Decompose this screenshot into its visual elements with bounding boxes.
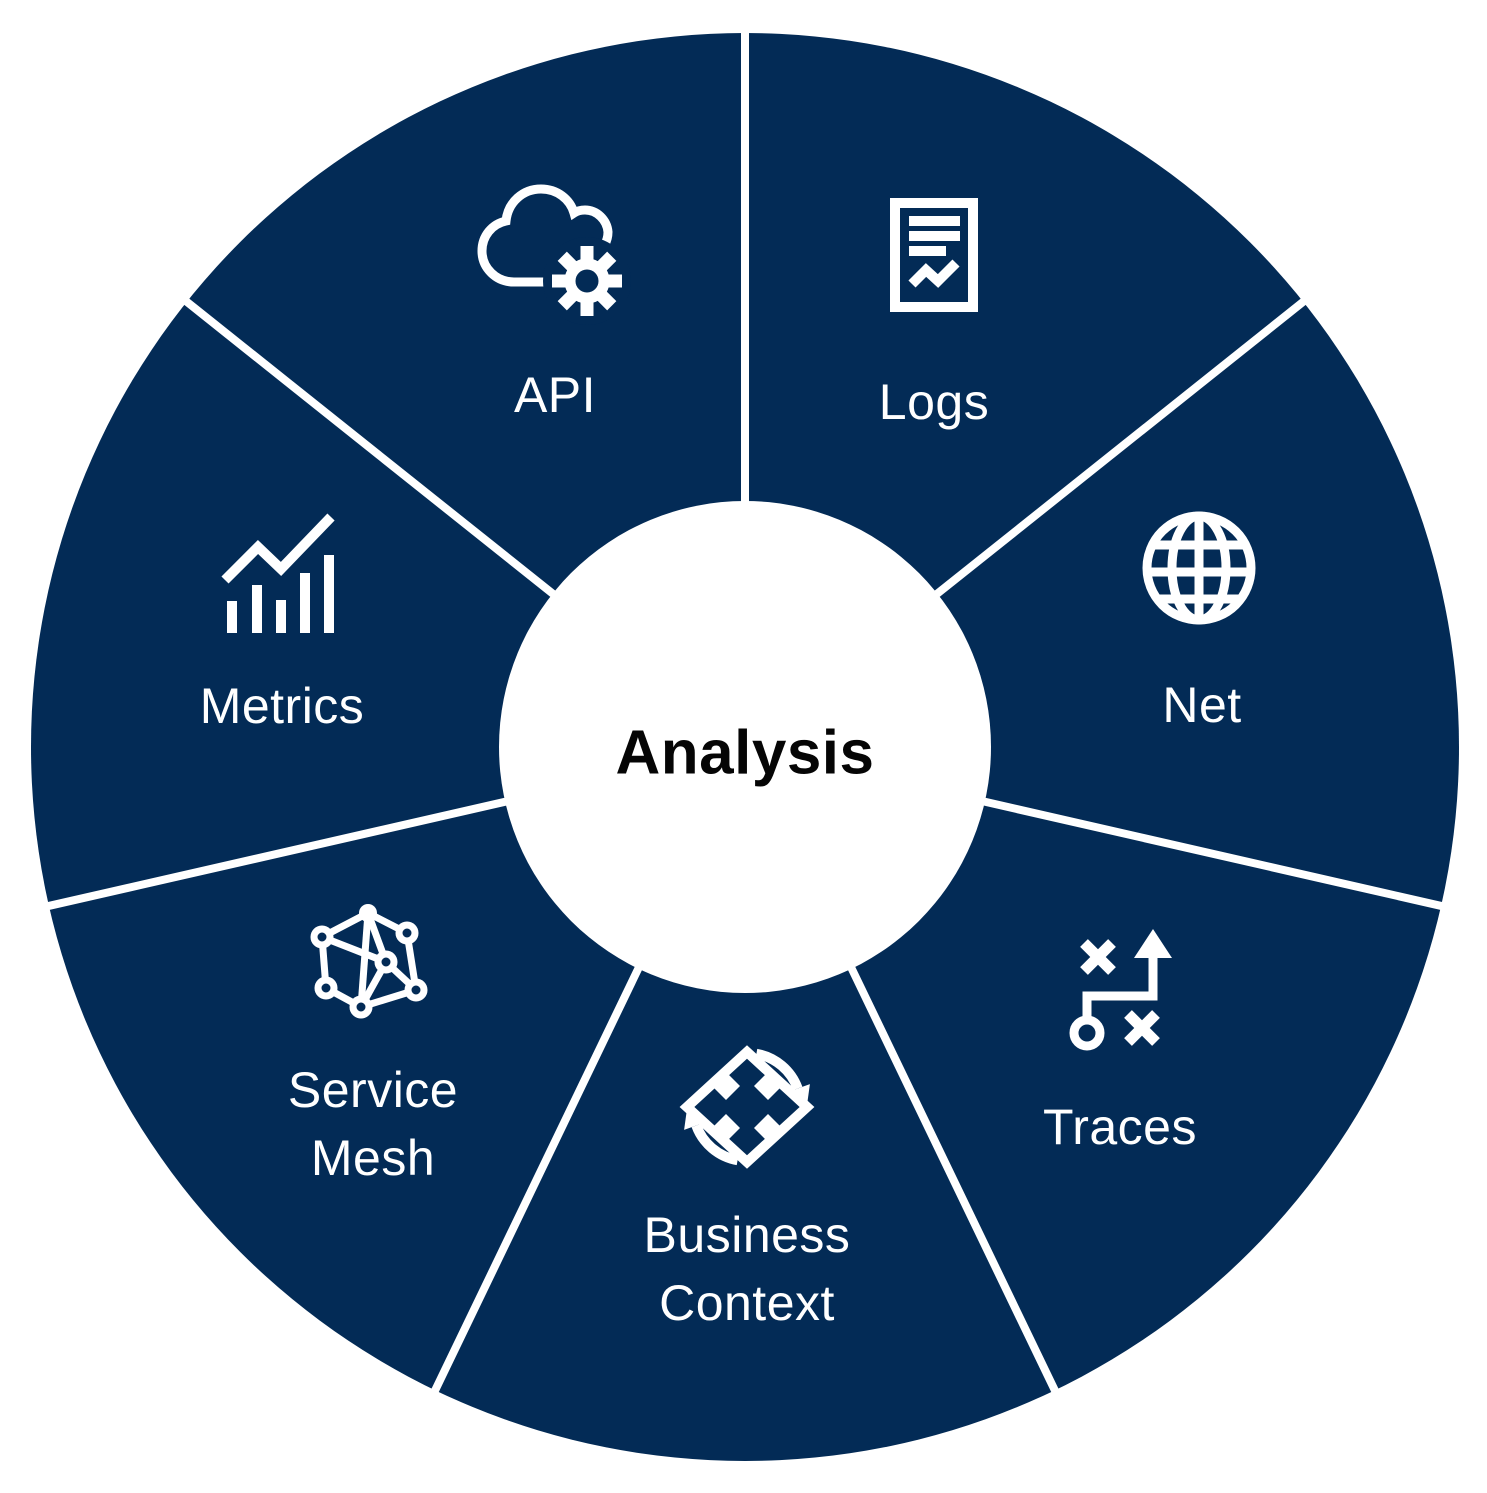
gear: [552, 246, 622, 316]
mesh-node: [404, 978, 428, 1002]
segment-label-service-mesh: Service Mesh: [287, 1062, 459, 1186]
cycle-arc: [755, 1048, 803, 1091]
x-stroke: [1080, 939, 1116, 975]
segment-divider: [930, 293, 1312, 601]
diamond-cell: [754, 1114, 782, 1142]
mesh-node: [314, 976, 338, 1000]
route-start-node: [1069, 1015, 1105, 1051]
globe-icon: [1142, 511, 1256, 625]
mesh-node: [349, 995, 373, 1019]
segment-label-logs: Logs: [878, 374, 990, 430]
diamond-cell: [712, 1072, 740, 1100]
bar: [276, 600, 286, 633]
bar: [324, 555, 334, 633]
bar: [300, 573, 310, 633]
x-stroke: [1124, 1010, 1160, 1046]
trend-line: [908, 259, 960, 288]
mesh-node: [395, 921, 419, 945]
segment-label-metrics: Metrics: [199, 678, 365, 734]
segment-dividers: [40, 25, 1450, 1400]
mesh-network-icon: [310, 904, 428, 1019]
x-mark: [1124, 1010, 1160, 1046]
gear-tooth: [606, 274, 622, 288]
diamond-cell: [712, 1114, 740, 1142]
segment-divider: [845, 961, 1062, 1400]
mesh-node: [359, 904, 377, 922]
gear-ring: [564, 258, 610, 304]
segment-divider: [178, 293, 560, 601]
segment-label-traces: Traces: [1043, 1099, 1197, 1155]
text-line: [909, 216, 960, 226]
bar-chart-icon: [221, 513, 335, 633]
segment-divider: [978, 796, 1450, 912]
sync-diamond-icon: [679, 1045, 815, 1169]
mesh-node: [374, 950, 398, 974]
route-arrowhead: [1134, 929, 1172, 958]
cycle-arc: [691, 1123, 739, 1166]
cloud-outline: [477, 184, 613, 287]
center-circle: [499, 501, 991, 993]
route-path: [1082, 957, 1158, 1017]
cycle-arrowhead: [785, 1084, 810, 1114]
center-title: Analysis: [615, 718, 875, 788]
segment-label-net: Net: [1162, 677, 1242, 733]
segment-label-api: API: [513, 367, 597, 423]
gear-tooth: [580, 300, 594, 316]
segment-label-business-context: Business Context: [643, 1207, 851, 1331]
text-line: [909, 231, 960, 241]
segment-divider: [428, 961, 645, 1400]
gear-tooth: [552, 274, 568, 288]
document-outline: [890, 198, 978, 312]
diamond-outline: [679, 1045, 815, 1169]
text-line: [909, 246, 946, 256]
route-strategy-icon: [1069, 929, 1172, 1051]
bar: [227, 601, 237, 633]
cycle-arrowhead: [684, 1100, 709, 1130]
segment-divider: [40, 796, 512, 912]
bar: [252, 585, 262, 633]
document-report-icon: [890, 198, 978, 312]
mesh-node: [310, 925, 334, 949]
x-mark: [1080, 939, 1116, 975]
mesh-edge: [357, 912, 372, 1008]
gear-tooth: [580, 246, 594, 262]
cloud-gear-icon: [477, 184, 631, 325]
diamond-cell: [754, 1072, 782, 1100]
trend-line: [221, 513, 335, 584]
